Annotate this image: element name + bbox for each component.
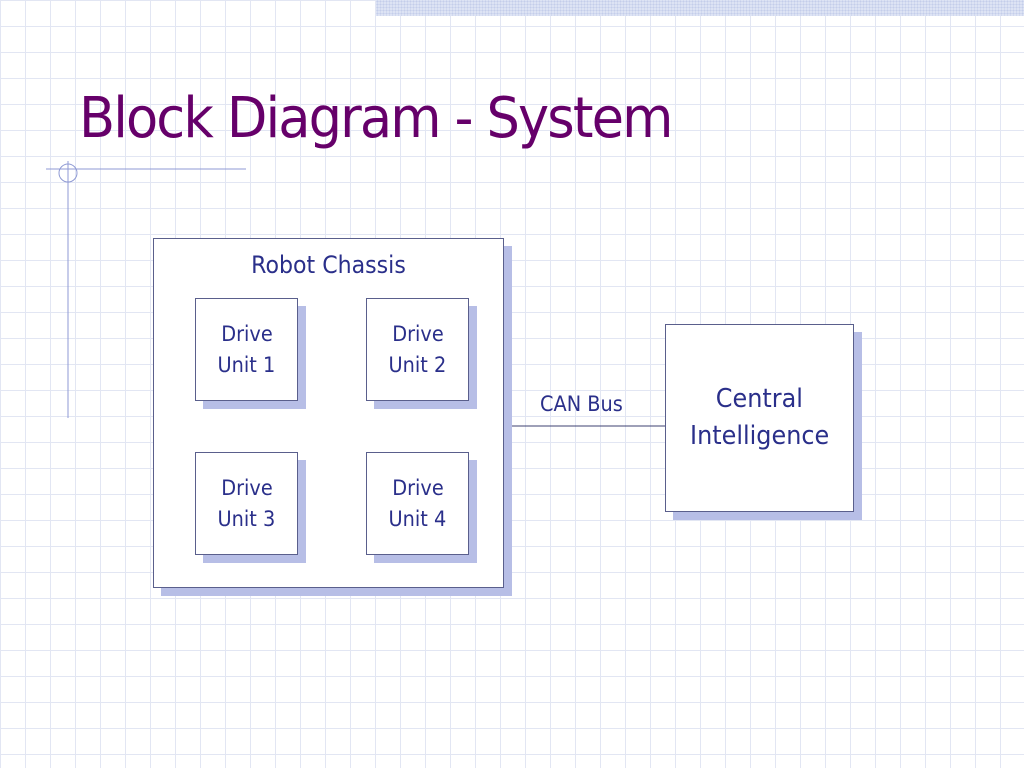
drive-unit-3-block: Drive Unit 3 xyxy=(195,452,298,555)
drive-unit-1-block: Drive Unit 1 xyxy=(195,298,298,401)
drive-unit-4-line1: Drive xyxy=(391,475,444,500)
drive-unit-4-block: Drive Unit 4 xyxy=(366,452,469,555)
drive-unit-1-line1: Drive xyxy=(220,321,273,346)
central-intelligence-block: Central Intelligence xyxy=(665,324,854,512)
drive-unit-2-line2: Unit 2 xyxy=(388,352,447,377)
title-underline-ornament xyxy=(46,161,246,418)
drive-unit-4-line2: Unit 4 xyxy=(388,506,447,531)
can-bus-label: CAN Bus xyxy=(540,392,623,416)
drive-unit-1-line2: Unit 1 xyxy=(217,352,276,377)
central-intelligence-line1: Central xyxy=(715,384,804,414)
central-intelligence-line2: Intelligence xyxy=(689,421,830,451)
header-pattern-band xyxy=(376,0,1024,16)
drive-unit-2-block: Drive Unit 2 xyxy=(366,298,469,401)
robot-chassis-label: Robot Chassis xyxy=(251,251,406,279)
drive-unit-3-line1: Drive xyxy=(220,475,273,500)
drive-unit-3-line2: Unit 3 xyxy=(217,506,276,531)
slide-title: Block Diagram - System xyxy=(79,86,673,151)
drive-unit-2-line1: Drive xyxy=(391,321,444,346)
